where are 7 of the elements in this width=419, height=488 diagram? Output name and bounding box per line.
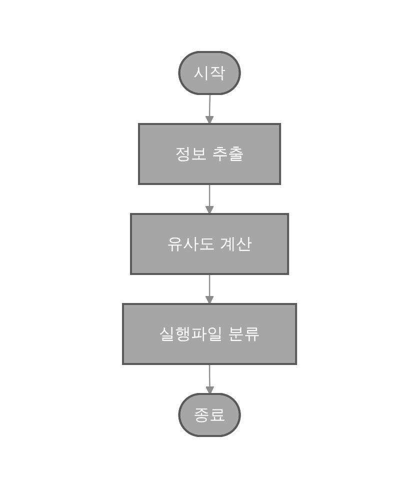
arrow (205, 274, 214, 304)
arrow (205, 94, 214, 124)
node-box: 정보 추출 (138, 123, 282, 185)
arrow (205, 184, 214, 214)
node-box: 유사도 계산 (130, 213, 290, 275)
arrow (205, 364, 214, 395)
node-box: 실행파일 분류 (122, 303, 298, 365)
